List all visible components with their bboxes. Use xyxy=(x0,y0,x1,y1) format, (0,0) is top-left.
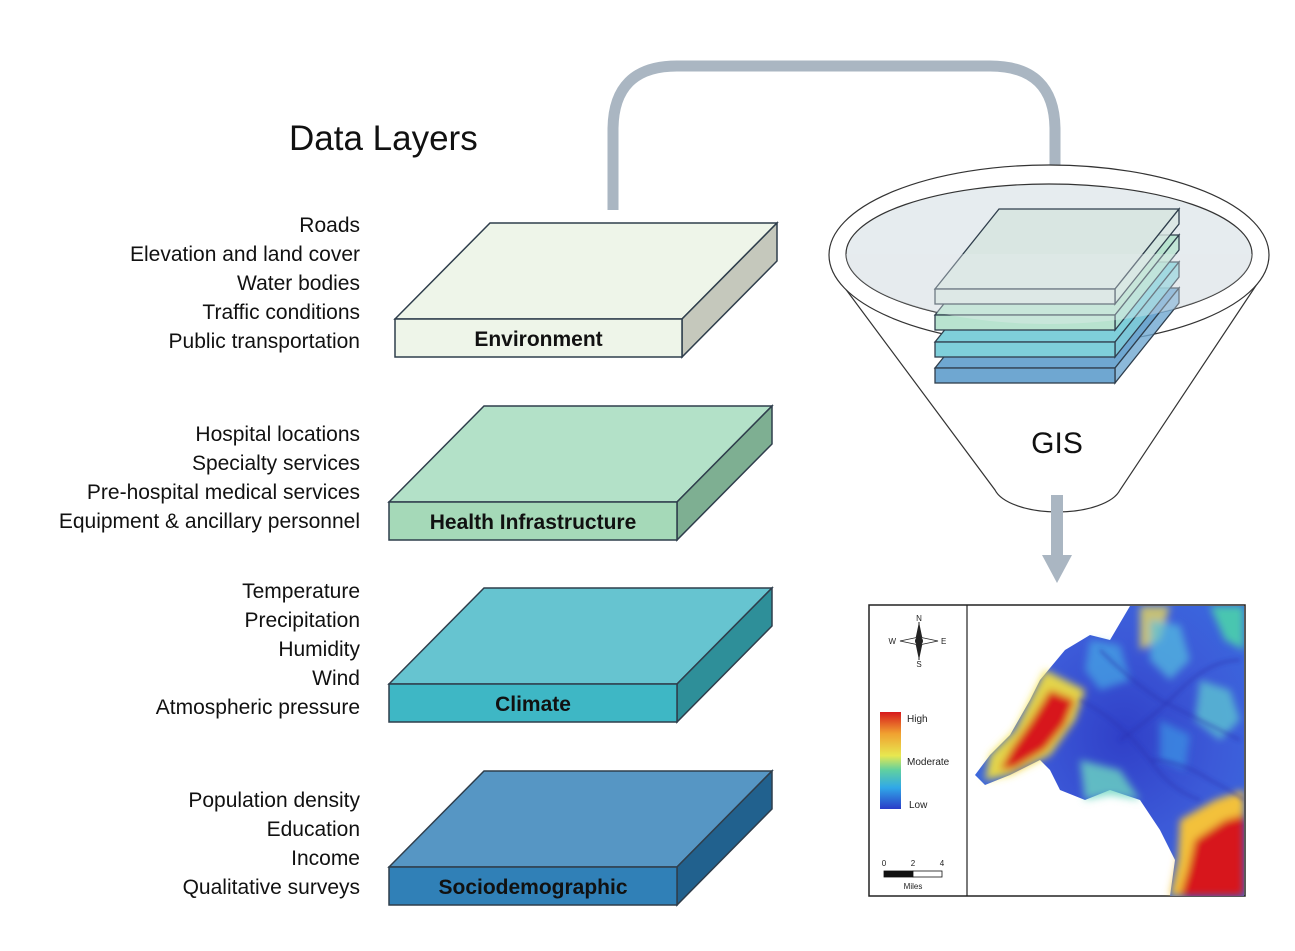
layer-item-traffic-conditions: Traffic conditions xyxy=(202,301,360,324)
layer-item-specialty-services: Specialty services xyxy=(192,452,360,475)
arrow-to-map xyxy=(1042,495,1072,583)
gis-stack-layer-1 xyxy=(933,207,1181,306)
scale-tick-4: 4 xyxy=(940,859,945,868)
layer-climate: Climate TemperaturePrecipitationHumidityW… xyxy=(156,580,774,724)
output-map: N S E W High Moderate Low 0 2 4 Miles xyxy=(868,604,1246,897)
layer-sociodemographic: Sociodemographic Population densityEducat… xyxy=(183,769,774,907)
layer-item-hospital-locations: Hospital locations xyxy=(195,423,360,446)
layer-label-sociodemographic: Sociodemographic xyxy=(438,876,627,899)
compass-south: S xyxy=(916,660,921,669)
layer-item-wind: Wind xyxy=(312,667,360,690)
layer-item-temperature: Temperature xyxy=(242,580,360,603)
slab-front-climate xyxy=(388,683,678,723)
gis-layer-stack xyxy=(933,207,1181,385)
compass-icon: N S E W xyxy=(888,614,946,669)
scale-unit: Miles xyxy=(904,882,923,891)
layer-item-precipitation: Precipitation xyxy=(244,609,360,632)
layer-item-pre-hospital-medical-services: Pre-hospital medical services xyxy=(87,481,360,504)
scale-tick-0: 0 xyxy=(882,859,887,868)
layer-item-equipment-ancillary-personnel: Equipment & ancillary personnel xyxy=(59,510,360,533)
legend-high: High xyxy=(907,714,928,725)
compass-north: N xyxy=(916,614,922,623)
layer-item-elevation-and-land-cover: Elevation and land cover xyxy=(130,243,360,266)
scale-bar: 0 2 4 Miles xyxy=(882,859,945,891)
layer-label-environment: Environment xyxy=(474,328,602,351)
gis-label: GIS xyxy=(1031,427,1083,460)
legend-moderate: Moderate xyxy=(907,757,950,768)
diagram-title: Data Layers xyxy=(289,119,478,158)
layer-label-climate: Climate xyxy=(495,693,571,716)
layer-item-education: Education xyxy=(267,818,360,841)
compass-east: E xyxy=(941,637,946,646)
slab-front-health-infrastructure xyxy=(388,501,678,541)
layer-item-roads: Roads xyxy=(299,214,360,237)
layer-item-water-bodies: Water bodies xyxy=(237,272,360,295)
layer-health-infrastructure: Health Infrastructure Hospital locationsS… xyxy=(59,404,774,542)
accessibility-raster xyxy=(975,606,1244,896)
legend-low: Low xyxy=(909,800,928,811)
layer-item-humidity: Humidity xyxy=(278,638,360,661)
slab-front-sociodemographic xyxy=(388,866,678,906)
compass-west: W xyxy=(888,637,896,646)
map-legend: High Moderate Low xyxy=(880,712,950,811)
layer-label-health-infrastructure: Health Infrastructure xyxy=(430,511,637,534)
layer-item-public-transportation: Public transportation xyxy=(169,330,360,353)
layer-item-population-density: Population density xyxy=(188,789,360,812)
layer-item-qualitative-surveys: Qualitative surveys xyxy=(183,876,360,899)
layer-item-income: Income xyxy=(291,847,360,870)
slab-front-environment xyxy=(394,318,683,358)
gis-funnel: GIS xyxy=(828,164,1270,513)
scale-tick-2: 2 xyxy=(911,859,916,868)
legend-color-bar xyxy=(880,712,901,809)
layer-item-atmospheric-pressure: Atmospheric pressure xyxy=(156,696,360,719)
